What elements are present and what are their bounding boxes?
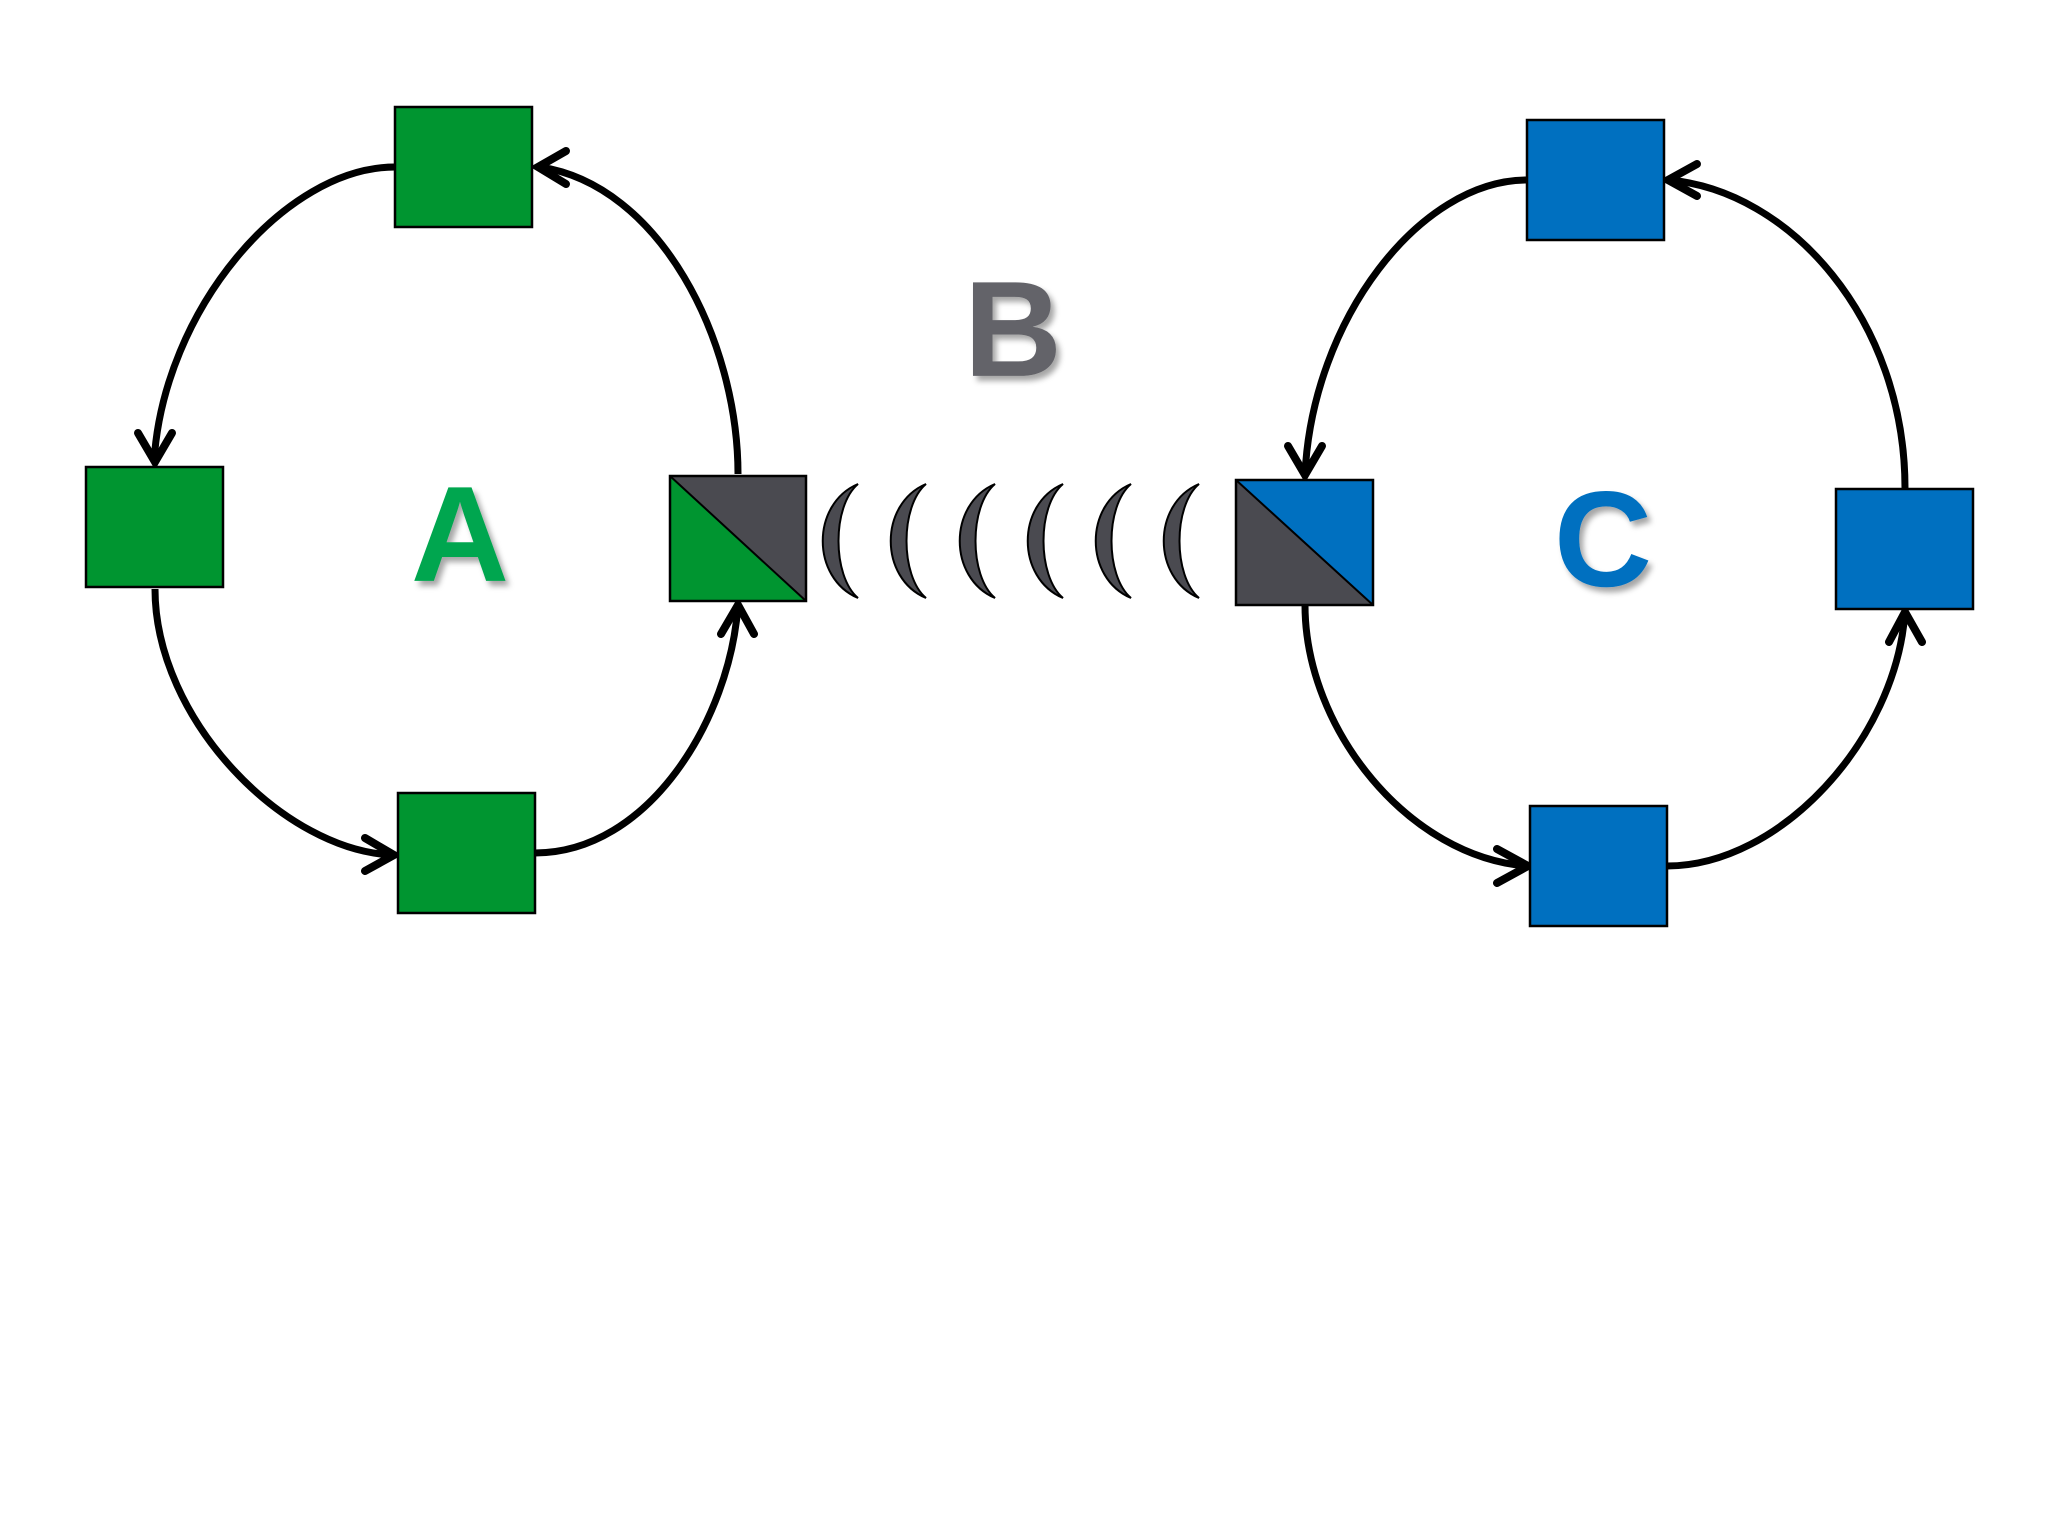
label-c: C: [1554, 463, 1652, 615]
cycle-a: [84, 105, 808, 915]
arrowhead-top-node: [530, 147, 570, 188]
label-b: B: [964, 253, 1062, 405]
signal-waves: [821, 483, 1200, 599]
node-c-interface: [1234, 478, 1375, 607]
arrow-top-to-left: [150, 163, 396, 463]
arrowhead-c-top-node: [1659, 160, 1701, 200]
arrow-c-left-to-bottom: [1301, 604, 1529, 870]
node-c-right: [1834, 487, 1975, 611]
wave-arc: [1026, 483, 1064, 599]
arrow-c-top-to-left: [1301, 176, 1528, 476]
wave-arc: [889, 483, 927, 599]
cycle-c: [1234, 118, 1975, 928]
arrowhead-right-node: [717, 596, 758, 638]
arrowhead-c-bottom-node: [1493, 845, 1537, 887]
node-a-left: [84, 465, 225, 589]
node-a-interface: [668, 474, 808, 603]
label-a: A: [411, 458, 509, 610]
wave-arc: [821, 483, 859, 599]
wave-arc: [1162, 483, 1200, 599]
arrowhead-left-node: [134, 429, 176, 470]
node-a-top: [393, 105, 534, 229]
node-c-top: [1525, 118, 1666, 242]
wave-arc: [958, 483, 996, 599]
arrow-c-bottom-to-right: [1666, 611, 1909, 870]
node-a-bottom: [396, 791, 537, 915]
wave-arc: [1094, 483, 1132, 599]
arrowhead-c-right-node: [1885, 603, 1926, 646]
arrowhead-bottom-node: [361, 834, 403, 875]
arrowhead-c-left-node: [1284, 442, 1326, 483]
arrow-bottom-to-right: [534, 604, 742, 857]
arrow-left-to-bottom: [151, 588, 395, 859]
arrow-right-to-top: [539, 163, 742, 475]
arrow-c-right-to-top: [1667, 176, 1909, 489]
node-c-bottom: [1528, 804, 1669, 928]
